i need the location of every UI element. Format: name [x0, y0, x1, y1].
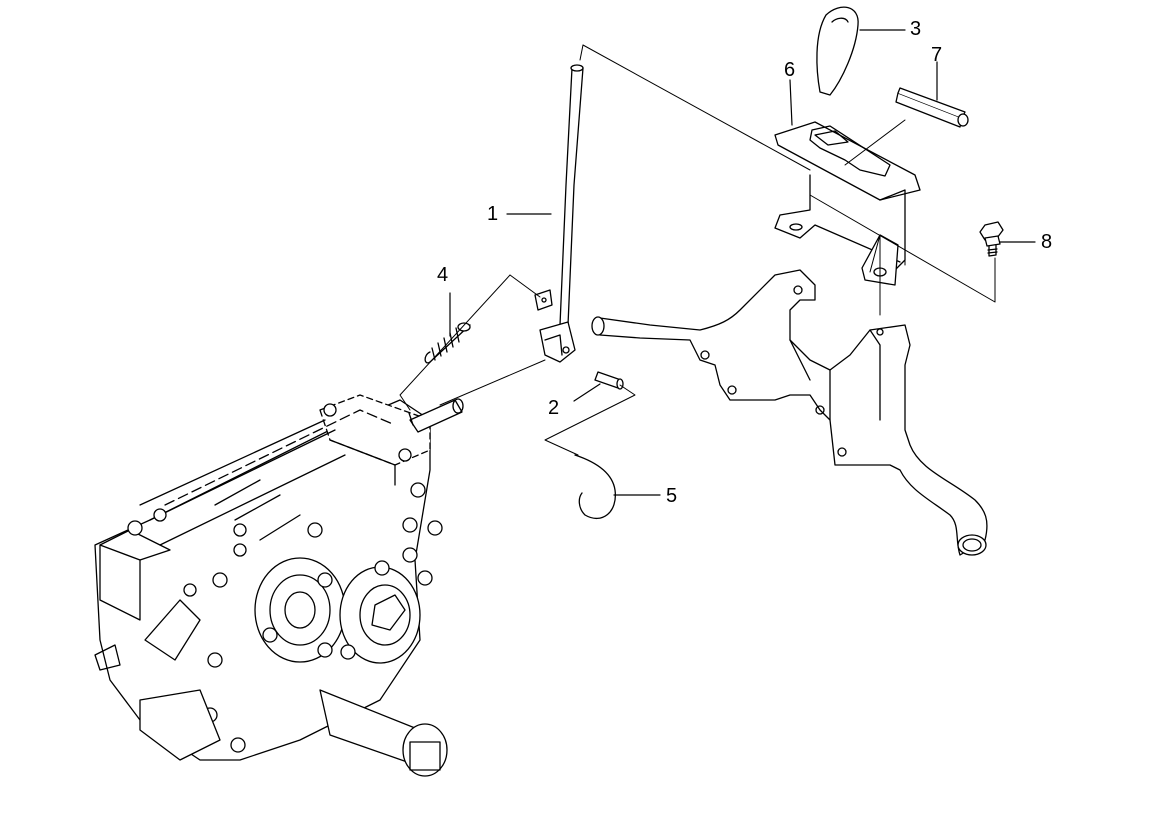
- shift-rod: [534, 64, 584, 363]
- retaining-clip: [574, 454, 616, 520]
- callout-4: 4: [437, 264, 449, 286]
- spring: [424, 322, 471, 364]
- leader-lines: [399, 44, 996, 456]
- callout-5: 5: [666, 485, 678, 507]
- callout-leaders: [449, 29, 1036, 496]
- shift-bracket: [774, 121, 921, 286]
- callout-7: 7: [931, 44, 943, 66]
- callout-1: 1: [487, 203, 499, 225]
- callout-3: 3: [910, 18, 922, 40]
- callout-2: 2: [548, 397, 560, 419]
- frame-bracket: [591, 269, 988, 556]
- callout-8: 8: [1041, 231, 1053, 253]
- bolt: [979, 221, 1004, 257]
- pin: [594, 371, 624, 390]
- rubber-strip: [895, 87, 969, 128]
- transmission-assembly: [94, 394, 464, 777]
- shift-knob: [816, 6, 859, 96]
- callout-6: 6: [784, 59, 796, 81]
